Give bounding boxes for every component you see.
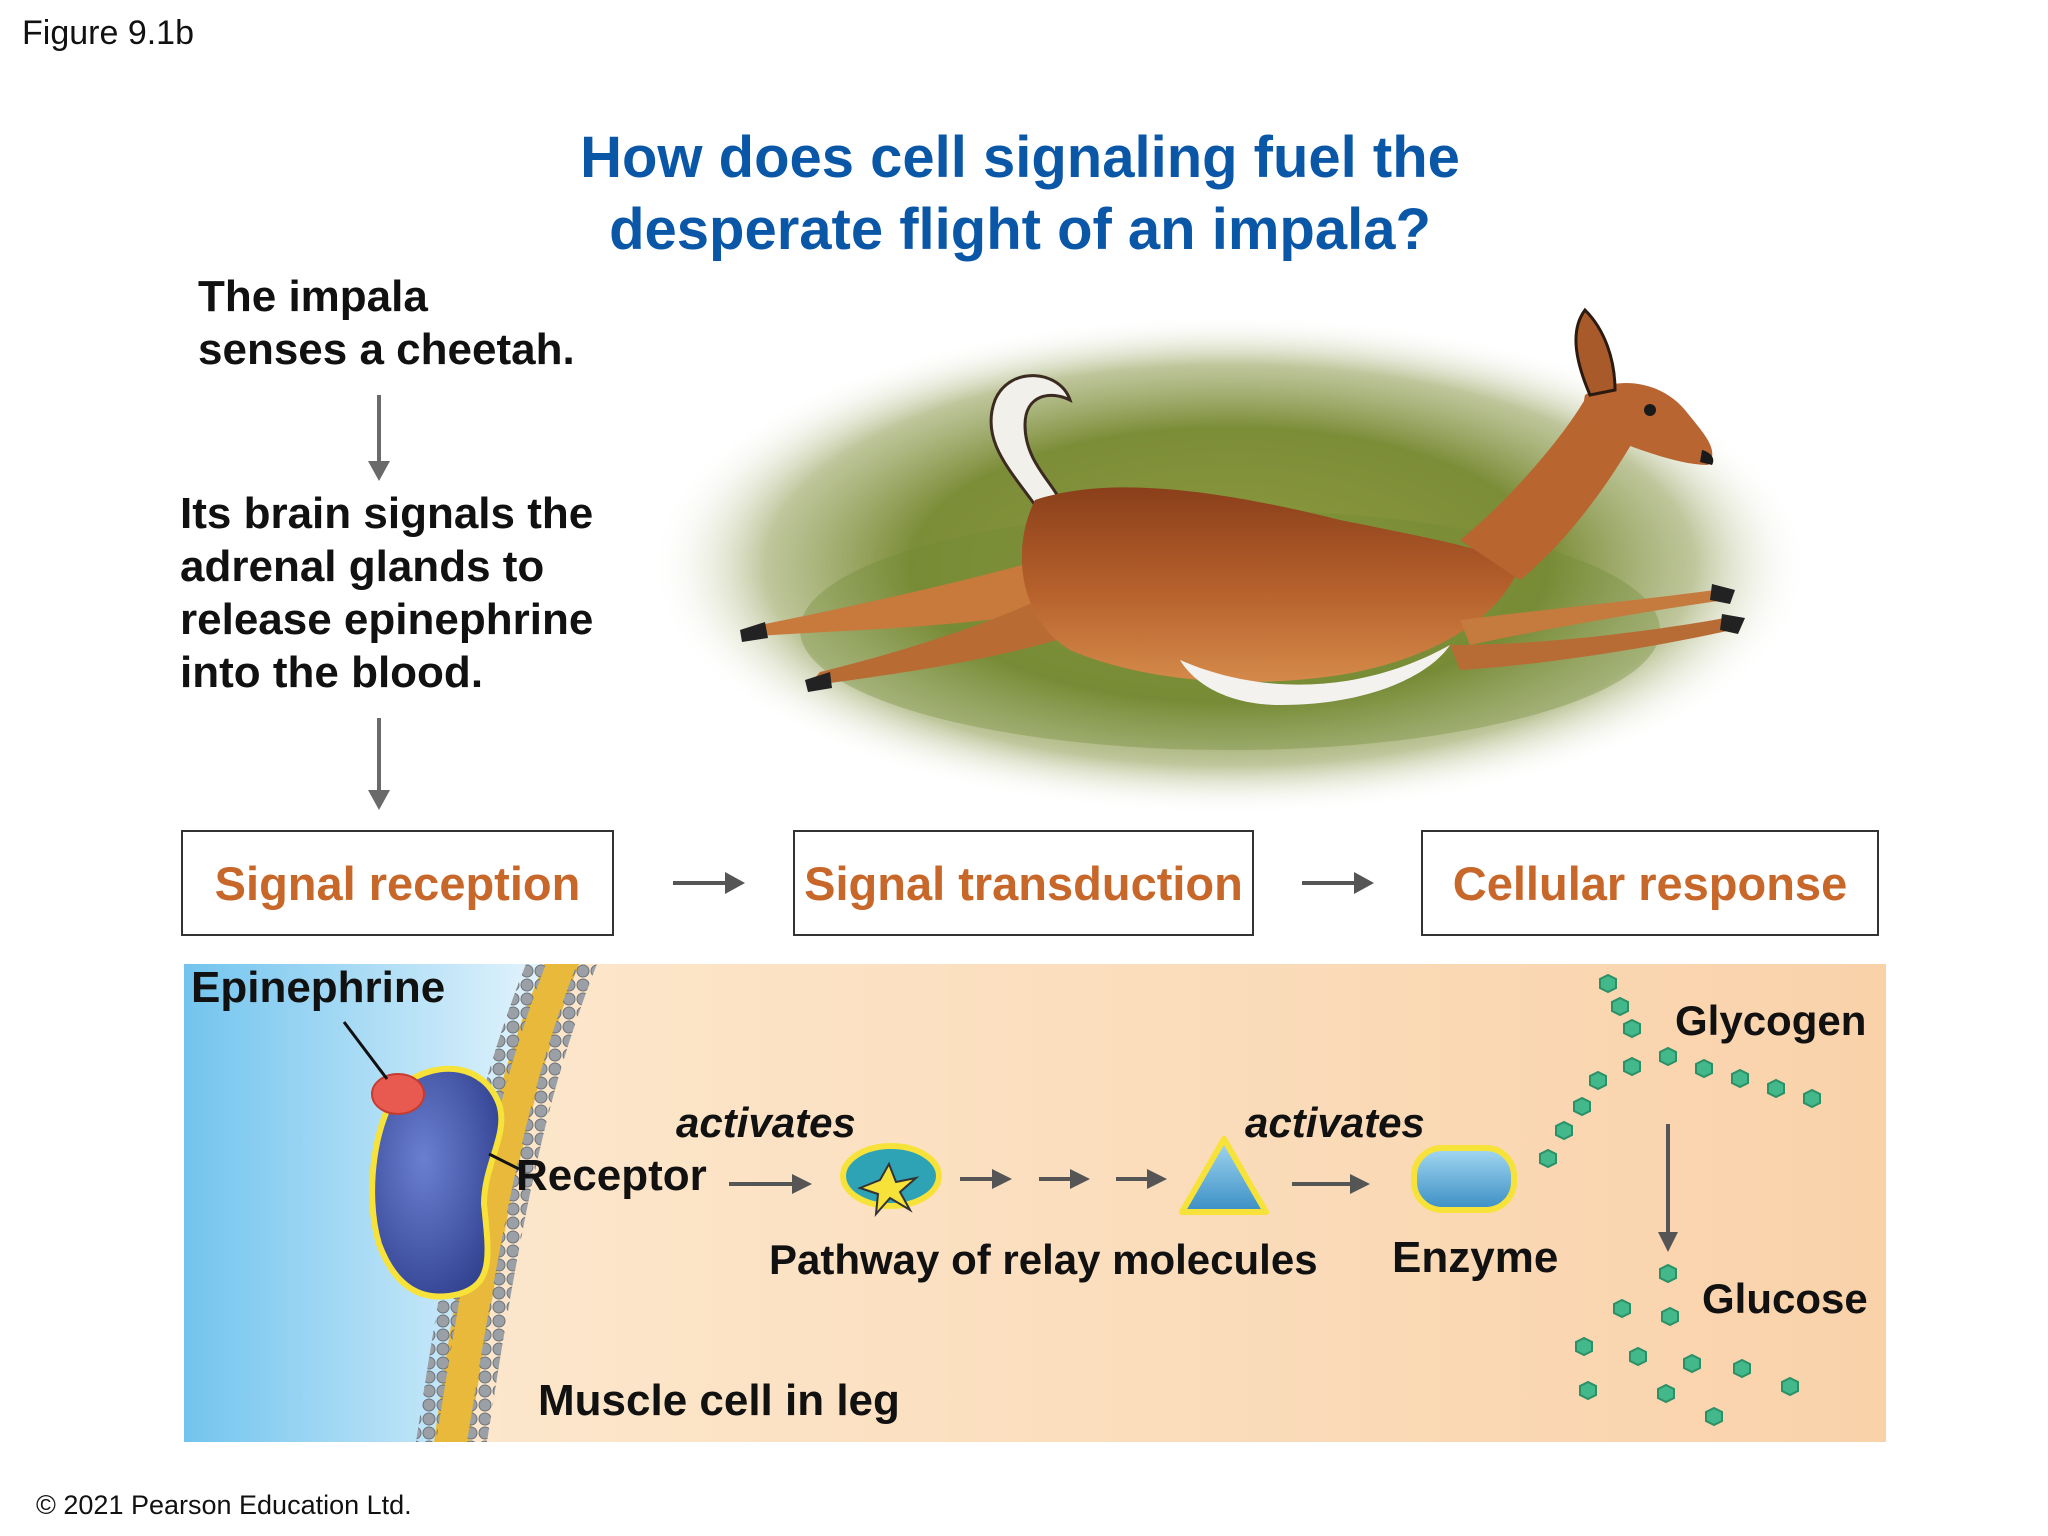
relay-triangle — [1179, 1136, 1269, 1215]
right-arrow-2 — [1302, 872, 1374, 894]
step-brain-signals: Its brain signals the adrenal glands to … — [180, 487, 593, 699]
stage-cellular-response: Cellular response — [1421, 830, 1879, 936]
down-arrow-1 — [368, 395, 390, 481]
figure-label: Figure 9.1b — [22, 14, 194, 52]
epinephrine-molecule — [371, 1073, 425, 1115]
label-epinephrine: Epinephrine — [191, 963, 446, 1012]
title-line-1: How does cell signaling fuel the — [580, 125, 1460, 190]
cell-membrane — [434, 964, 579, 1442]
impala-head — [1584, 383, 1713, 465]
title-line-2: desperate flight of an impala? — [609, 197, 1431, 262]
relay-molecule — [840, 1143, 942, 1218]
step-senses-cheetah: The impala senses a cheetah. — [198, 270, 575, 376]
glycogen-chain — [1539, 973, 1821, 1169]
label-receptor: Receptor — [516, 1151, 707, 1200]
muscle-cell-panel — [184, 964, 1886, 1442]
enzyme — [1411, 1145, 1517, 1213]
step1-line-2: senses a cheetah. — [198, 325, 575, 374]
stage-signal-transduction: Signal transduction — [793, 830, 1254, 936]
step2-line-4: into the blood. — [180, 648, 484, 697]
label-activates-2: activates — [1245, 1099, 1425, 1146]
impala-tail — [989, 374, 1073, 507]
impala-ear — [1574, 307, 1617, 397]
stage-signal-reception: Signal reception — [181, 830, 614, 936]
impala-hind-leg-2 — [808, 590, 1090, 686]
label-activates-1: activates — [676, 1099, 856, 1146]
impala-body — [1021, 487, 1520, 682]
step1-line-1: The impala — [198, 272, 428, 321]
impala-front-leg — [1460, 590, 1725, 645]
label-glucose: Glucose — [1702, 1275, 1868, 1322]
diagram-title: How does cell signaling fuel the despera… — [480, 122, 1560, 266]
impala-front-leg-2 — [1450, 618, 1732, 670]
right-arrow-1 — [673, 872, 745, 894]
impala-photo — [640, 300, 1820, 820]
impala-neck — [1460, 386, 1650, 580]
step2-line-1: Its brain signals the — [180, 489, 594, 538]
impala-belly — [1180, 645, 1450, 705]
step2-line-3: release epinephrine — [180, 595, 594, 644]
receptor-protein — [369, 1065, 505, 1300]
down-arrow-2 — [368, 718, 390, 810]
label-muscle-cell: Muscle cell in leg — [538, 1376, 900, 1425]
impala-hind-leg — [745, 560, 1060, 637]
label-relay-pathway: Pathway of relay molecules — [769, 1236, 1318, 1283]
step2-line-2: adrenal glands to — [180, 542, 545, 591]
label-glycogen: Glycogen — [1675, 997, 1867, 1044]
copyright-notice: © 2021 Pearson Education Ltd. — [36, 1490, 412, 1520]
glucose-molecules — [1575, 1263, 1799, 1427]
label-enzyme: Enzyme — [1392, 1233, 1559, 1282]
